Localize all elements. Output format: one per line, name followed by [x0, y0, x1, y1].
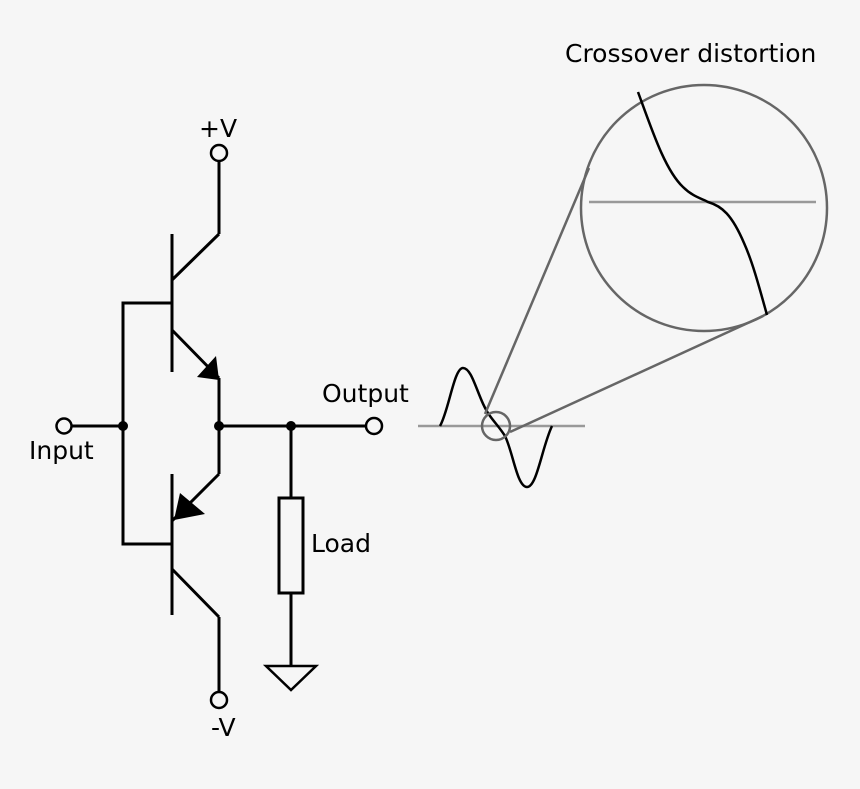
input-terminal [55, 417, 73, 435]
npn-collector [170, 232, 221, 282]
magnifier-small-circle [480, 410, 512, 442]
magnifier-large-circle [579, 83, 829, 333]
output-waveform [418, 366, 585, 489]
pnp-transistor [170, 472, 221, 619]
input-label: Input [29, 436, 94, 465]
magnifier [480, 83, 829, 442]
minus-v-label: -V [211, 713, 236, 742]
load-label: Load [311, 529, 371, 558]
waveform-curve [438, 366, 554, 489]
npn-transistor [170, 232, 221, 380]
npn-emitter-arrow [197, 356, 219, 380]
load-resistor [277, 496, 305, 595]
emitter-junction-dot [214, 421, 224, 431]
pnp-emitter-arrow [174, 493, 205, 520]
output-label: Output [322, 379, 409, 408]
pnp-collector [170, 567, 221, 619]
zoom-waveform-curve [636, 91, 769, 316]
crossover-distortion-label: Crossover distortion [565, 39, 816, 68]
input-junction-dot [118, 421, 128, 431]
plus-v-label: +V [199, 114, 237, 143]
magnifier-upper-line [483, 167, 591, 415]
plus-v-terminal [209, 143, 229, 163]
magnifier-lower-line [509, 314, 764, 434]
ground-symbol [262, 664, 320, 692]
base-bias-wire [121, 301, 172, 546]
output-terminal [364, 416, 384, 436]
minus-v-terminal [209, 690, 229, 710]
